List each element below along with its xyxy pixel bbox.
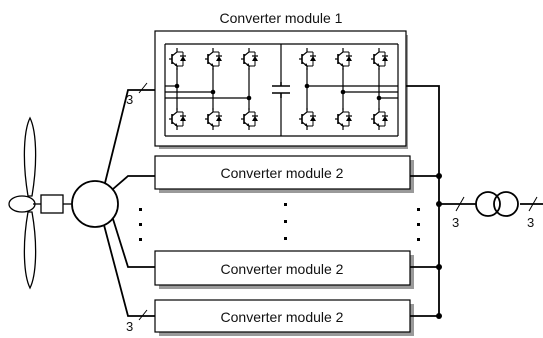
phase-count-gen-bottom: 3 — [126, 319, 133, 334]
gearbox-icon — [40, 194, 64, 214]
generator-feeders — [103, 89, 156, 317]
machine-side-bridge — [165, 47, 260, 131]
wind-turbine-icon — [8, 116, 41, 290]
phase-count-grid-right: 3 — [527, 215, 534, 230]
module-1-label: Converter module 1 — [220, 10, 343, 26]
module-2-label: Converter module 2 — [221, 165, 344, 181]
converter-module-2: Converter module 2 — [154, 155, 414, 193]
phase-count-gen-top: 3 — [126, 92, 133, 107]
module-3-label: Converter module 2 — [221, 261, 344, 277]
grid-bus — [406, 85, 543, 317]
module-4-label: Converter module 2 — [221, 309, 344, 325]
generator-icon — [71, 180, 119, 228]
converter-module-1: Converter module 1 — [154, 10, 408, 149]
transformer-icon — [475, 191, 519, 217]
grid-side-bridge — [296, 47, 398, 131]
dc-capacitor-icon — [272, 82, 290, 98]
converter-module-n-1: Converter module 2 — [154, 250, 414, 289]
converter-module-n: Converter module 2 — [154, 299, 414, 336]
ellipsis-dots — [139, 203, 420, 241]
phase-count-grid-left: 3 — [452, 215, 459, 230]
